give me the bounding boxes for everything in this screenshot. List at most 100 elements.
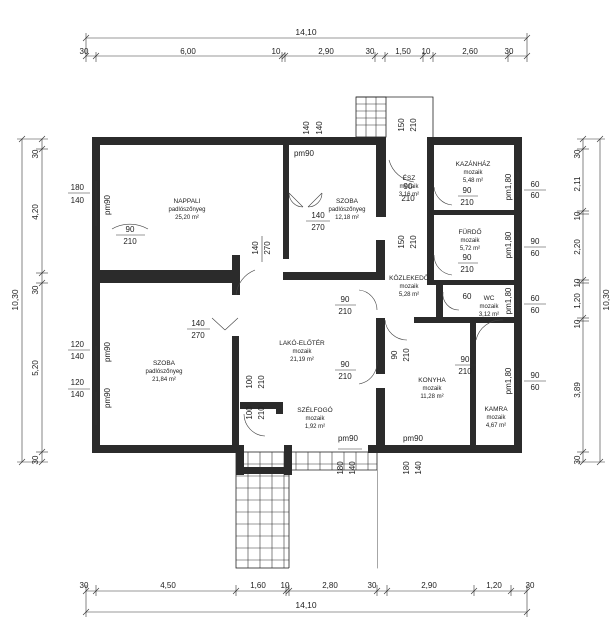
room-nappali: NAPPALI padlószőnyeg 25,20 m² bbox=[168, 198, 205, 221]
top-dim-8: 2,60 bbox=[462, 47, 478, 56]
top-dim-7: 10 bbox=[422, 47, 431, 56]
right-dim-8: 3,89 bbox=[573, 382, 582, 398]
bottom-dim-3: 1,60 bbox=[250, 581, 266, 590]
room-area: 25,20 m² bbox=[175, 215, 199, 221]
room-name: ÉSZ bbox=[403, 173, 416, 182]
top-dim-9: 30 bbox=[505, 47, 514, 56]
bottom-dim-1: 30 bbox=[80, 581, 89, 590]
top-dim-3: 10 bbox=[272, 47, 281, 56]
right-dim-1: 30 bbox=[573, 149, 582, 158]
room-floor: padlószőnyeg bbox=[168, 207, 205, 213]
opening-label: 180 bbox=[336, 461, 345, 475]
opening-label: 210 bbox=[338, 307, 352, 316]
room-name: KONYHA bbox=[418, 377, 446, 384]
left-dim-4: 5,20 bbox=[31, 360, 40, 376]
room-area: 21,19 m² bbox=[290, 357, 314, 363]
top-dim-5: 30 bbox=[366, 47, 375, 56]
room-floor: padlószőnyeg bbox=[145, 369, 182, 375]
right-dimensions: 10,30 30 2,11 10 2,20 10 1,20 10 3,89 30 bbox=[573, 135, 611, 466]
bottom-dimensions: 30 4,50 1,60 10 2,80 30 2,90 1,20 30 14,… bbox=[80, 581, 535, 617]
room-floor: mozaik bbox=[422, 386, 442, 392]
room-floor: mozaik bbox=[399, 184, 419, 190]
opening-label: 140 bbox=[414, 461, 423, 475]
room-area: 5,72 m² bbox=[460, 246, 480, 252]
opening-label: pm1,80 bbox=[504, 173, 513, 200]
opening-label: 60 bbox=[531, 306, 540, 315]
right-dim-7: 10 bbox=[573, 319, 582, 328]
room-area: 21,84 m² bbox=[152, 377, 176, 383]
opening-label: 210 bbox=[460, 198, 474, 207]
opening-label: 210 bbox=[257, 406, 266, 420]
right-dim-4: 2,20 bbox=[573, 239, 582, 255]
bottom-dim-2: 4,50 bbox=[160, 581, 176, 590]
opening-label: 270 bbox=[263, 241, 272, 255]
opening-label: 270 bbox=[311, 223, 325, 232]
opening-label: 60 bbox=[531, 191, 540, 200]
opening-label: pm1,80 bbox=[504, 231, 513, 258]
entrance-stairs bbox=[355, 96, 434, 138]
opening-label: 100 bbox=[245, 406, 254, 420]
bottom-dim-9: 30 bbox=[526, 581, 535, 590]
room-name: SZÉLFOGÓ bbox=[297, 405, 332, 414]
right-dim-2: 2,11 bbox=[573, 176, 582, 192]
room-area: 11,28 m² bbox=[420, 394, 443, 400]
room-floor: mozaik bbox=[399, 284, 419, 290]
room-floor: mozaik bbox=[305, 416, 325, 422]
opening-label: 90 bbox=[531, 371, 540, 380]
room-name: KÖZLEKEDŐ bbox=[389, 273, 429, 282]
bottom-dim-5: 2,80 bbox=[322, 581, 338, 590]
room-area: 4,67 m² bbox=[486, 423, 506, 429]
room-name: KAMRA bbox=[484, 406, 508, 413]
room-floor: mozaik bbox=[463, 170, 483, 176]
top-dim-6: 1,50 bbox=[395, 47, 411, 56]
bottom-dim-8: 1,20 bbox=[486, 581, 502, 590]
opening-label: 180 bbox=[71, 183, 85, 192]
opening-label: 60 bbox=[531, 383, 540, 392]
opening-label: 140 bbox=[71, 352, 85, 361]
room-labels: NAPPALI padlószőnyeg 25,20 m² SZOBA padl… bbox=[145, 159, 508, 430]
opening-label: 140 bbox=[191, 319, 205, 328]
opening-label: pm90 bbox=[103, 194, 112, 215]
opening-label: 60 bbox=[531, 249, 540, 258]
opening-label: 120 bbox=[71, 340, 85, 349]
left-dimensions: 10,30 30 4,20 30 5,20 30 bbox=[10, 135, 48, 466]
room-floor: mozaik bbox=[292, 349, 312, 355]
opening-label: 210 bbox=[460, 265, 474, 274]
opening-label: 140 bbox=[71, 196, 85, 205]
room-name: WC bbox=[484, 295, 495, 302]
opening-label: 90 bbox=[341, 360, 350, 369]
opening-label: 270 bbox=[191, 331, 205, 340]
opening-label: 210 bbox=[401, 194, 415, 203]
right-total-dim: 10,30 bbox=[601, 289, 611, 311]
top-total-dim: 14,10 bbox=[295, 27, 317, 37]
room-area: 1,92 m² bbox=[305, 424, 325, 430]
opening-label: 140 bbox=[311, 211, 325, 220]
opening-label: 210 bbox=[409, 235, 418, 249]
room-area: 3,12 m² bbox=[479, 312, 499, 318]
opening-label: 90 bbox=[531, 237, 540, 246]
bottom-dim-7: 2,90 bbox=[421, 581, 437, 590]
room-floor: mozaik bbox=[479, 304, 499, 310]
room-area: 3,16 m² bbox=[399, 192, 419, 198]
opening-label: pm90 bbox=[338, 434, 359, 443]
room-floor: mozaik bbox=[486, 415, 506, 421]
opening-label: 90 bbox=[404, 182, 413, 191]
opening-label: 150 bbox=[397, 235, 406, 249]
opening-label: 90 bbox=[463, 186, 472, 195]
left-dim-1: 30 bbox=[31, 149, 40, 158]
bottom-total-dim: 14,10 bbox=[295, 600, 317, 610]
opening-label: 210 bbox=[338, 372, 352, 381]
opening-label: 210 bbox=[409, 118, 418, 132]
opening-label: pm1,80 bbox=[504, 367, 513, 394]
room-area: 5,28 m² bbox=[399, 292, 419, 298]
right-dim-9: 30 bbox=[573, 455, 582, 464]
opening-label: 60 bbox=[531, 294, 540, 303]
room-szelfogo: SZÉLFOGÓ mozaik 1,92 m² bbox=[297, 405, 332, 430]
opening-labels: 180 140 pm90 120 140 pm90 120 140 pm90 9… bbox=[68, 118, 546, 475]
opening-label: 90 bbox=[341, 295, 350, 304]
room-area: 5,48 m² bbox=[463, 178, 483, 184]
opening-label: pm90 bbox=[103, 341, 112, 362]
opening-label: 90 bbox=[461, 355, 470, 364]
left-total-dim: 10,30 bbox=[10, 289, 20, 311]
room-name: LAKÓ-ELŐTÉR bbox=[279, 338, 325, 347]
